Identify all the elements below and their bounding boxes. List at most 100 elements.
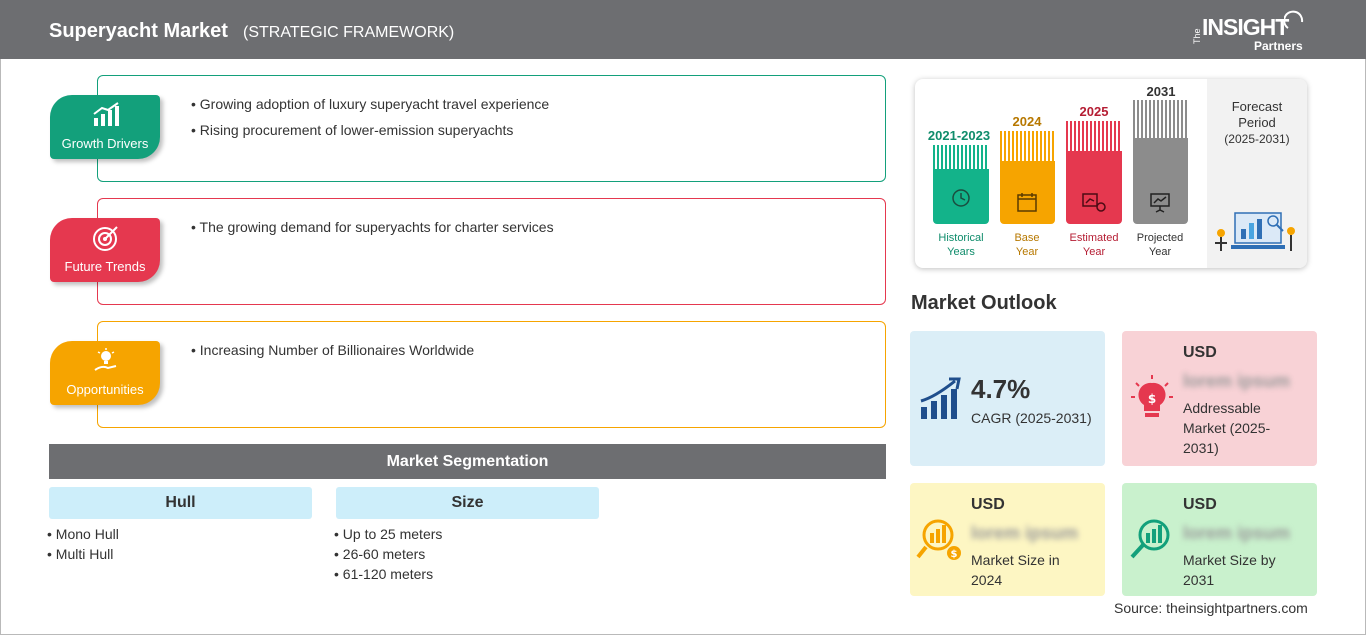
opportunities-list: Increasing Number of Billionaires Worldw…: [191, 342, 474, 368]
calendar-icon: [1017, 193, 1037, 212]
label-line: Market Size in: [971, 552, 1060, 568]
future-trends-list: The growing demand for superyachts for c…: [191, 219, 554, 245]
cagr-label: CAGR (2025-2031): [971, 410, 1092, 426]
label-line: 2024: [971, 572, 1003, 588]
timeline-year: 2021-2023: [927, 128, 991, 143]
currency-label: USD: [971, 496, 1005, 513]
timeline-bar: [1066, 151, 1122, 224]
cagr-value: 4.7%: [971, 374, 1031, 404]
history-icon: [952, 189, 970, 207]
market-size-2024-card: USD lorem ipsum $ Market Size in 2024: [910, 483, 1105, 596]
magnifier-dollar-icon: $: [916, 519, 961, 560]
timeline-bar: [1000, 161, 1055, 224]
segment-hull-list: Mono Hull Multi Hull: [47, 526, 119, 566]
source-citation[interactable]: Source: theinsightpartners.com: [1114, 600, 1308, 616]
timeline-bar: [933, 169, 989, 224]
timeline-label-line1: Projected: [1136, 232, 1184, 244]
badge-label: Opportunities: [66, 382, 144, 397]
market-segmentation-header: Market Segmentation: [49, 444, 886, 479]
growth-drivers-list: Growing adoption of luxury superyacht tr…: [191, 96, 549, 148]
currency-label: USD: [1183, 496, 1217, 513]
list-item: 26-60 meters: [334, 546, 442, 562]
list-item: Up to 25 meters: [334, 526, 443, 542]
timeline-label-line1: Historical: [938, 232, 984, 244]
timeline-year: 2025: [1079, 104, 1109, 119]
market-size-2031-card: USD lorem ipsum Market Size by 2031: [1122, 483, 1317, 596]
analytics-illustration-icon: [1215, 212, 1295, 251]
svg-text:$: $: [1148, 392, 1156, 406]
opportunities-badge: Opportunities: [50, 341, 160, 405]
addressable-market-label: Addressable Market (2025- 2031): [1183, 398, 1270, 458]
lightbulb-dollar-icon: $: [1131, 375, 1173, 417]
list-item: The growing demand for superyachts for c…: [191, 219, 554, 235]
forecast-timeline-panel: 2021-2023 Historical Years 2024 Base Yea…: [915, 79, 1307, 268]
label-line: Addressable: [1183, 400, 1261, 416]
estimate-icon: [1082, 193, 1106, 212]
page-title: Superyacht Market: [49, 20, 228, 42]
label-line: Market (2025-: [1183, 420, 1271, 436]
market-size-2031-value: lorem ipsum: [1183, 523, 1291, 543]
timeline-label: Base Year: [995, 231, 1059, 259]
timeline-label: Historical Years: [921, 231, 1001, 259]
logo-insight-text: INSIGHT: [1202, 14, 1289, 40]
forecast-title-line1: Forecast: [1231, 99, 1283, 114]
market-size-2031-label: Market Size by 2031: [1183, 550, 1276, 590]
opportunities-card: Increasing Number of Billionaires Worldw…: [97, 321, 886, 428]
timeline-label-line2: Year: [1015, 246, 1039, 258]
list-item: 61-120 meters: [334, 566, 442, 582]
addressable-market-value: lorem ipsum: [1183, 371, 1291, 391]
forecast-period-range: (2025-2031): [1224, 132, 1290, 146]
svg-text:$: $: [951, 549, 958, 560]
timeline-year: 2024: [1012, 114, 1042, 129]
presentation-icon: [1150, 193, 1170, 213]
currency-label: USD: [1183, 344, 1217, 361]
magnifier-chart-icon: [1130, 519, 1170, 559]
bar-chart-icon: [93, 102, 119, 126]
logo-the-text: The: [1192, 28, 1202, 44]
target-icon: [93, 226, 118, 251]
list-item: Rising procurement of lower-emission sup…: [191, 122, 549, 138]
timeline-label-line2: Years: [947, 246, 975, 258]
logo-arc-icon: [1284, 10, 1304, 29]
insight-partners-logo[interactable]: The INSIGHT Partners: [1192, 10, 1312, 54]
timeline-label-line1: Estimated: [1069, 232, 1119, 244]
forecast-period-title: Forecast Period: [1215, 99, 1299, 131]
growth-drivers-badge: Growth Drivers: [50, 95, 160, 159]
label-line: Market Size by: [1183, 552, 1276, 568]
timeline-label-line1: Base: [1014, 232, 1040, 244]
segment-size-list: Up to 25 meters 26-60 meters 61-120 mete…: [334, 526, 443, 586]
timeline-hatch: [933, 145, 989, 169]
label-line: 2031): [1183, 440, 1219, 456]
timeline-bar: [1133, 138, 1188, 224]
segment-size-header: Size: [336, 487, 599, 519]
growth-drivers-card: Growing adoption of luxury superyacht tr…: [97, 75, 886, 182]
label-line: 2031: [1183, 572, 1215, 588]
market-size-2024-value: lorem ipsum: [971, 523, 1079, 543]
growth-chart-icon: [920, 377, 961, 419]
lightbulb-hand-icon: [94, 348, 117, 371]
page-subtitle: (STRATEGIC FRAMEWORK): [243, 24, 455, 41]
timeline-year: 2031: [1146, 84, 1176, 99]
list-item: Multi Hull: [47, 546, 119, 562]
timeline-hatch: [1000, 131, 1055, 161]
header-bar: Superyacht Market (STRATEGIC FRAMEWORK) …: [0, 0, 1366, 59]
timeline-label-line2: Year: [1148, 246, 1172, 258]
timeline-label: Estimated Year: [1058, 231, 1130, 259]
badge-label: Future Trends: [64, 259, 146, 274]
list-item: Growing adoption of luxury superyacht tr…: [191, 96, 549, 112]
forecast-title-line2: Period: [1238, 115, 1276, 130]
timeline-label-line2: Year: [1082, 246, 1106, 258]
cagr-card: 4.7% CAGR (2025-2031): [910, 331, 1105, 466]
future-trends-badge: Future Trends: [50, 218, 160, 282]
market-outlook-title: Market Outlook: [911, 292, 1057, 314]
future-trends-card: The growing demand for superyachts for c…: [97, 198, 886, 305]
timeline-hatch: [1066, 121, 1122, 151]
list-item: Mono Hull: [47, 526, 119, 542]
timeline-hatch: [1133, 100, 1188, 138]
addressable-market-card: USD lorem ipsum $ Addressable Market (20…: [1122, 331, 1317, 466]
list-item: Increasing Number of Billionaires Worldw…: [191, 342, 474, 358]
segment-hull-header: Hull: [49, 487, 312, 519]
timeline-label: Projected Year: [1127, 231, 1193, 259]
logo-partners-text: Partners: [1254, 39, 1303, 53]
badge-label: Growth Drivers: [61, 136, 149, 151]
